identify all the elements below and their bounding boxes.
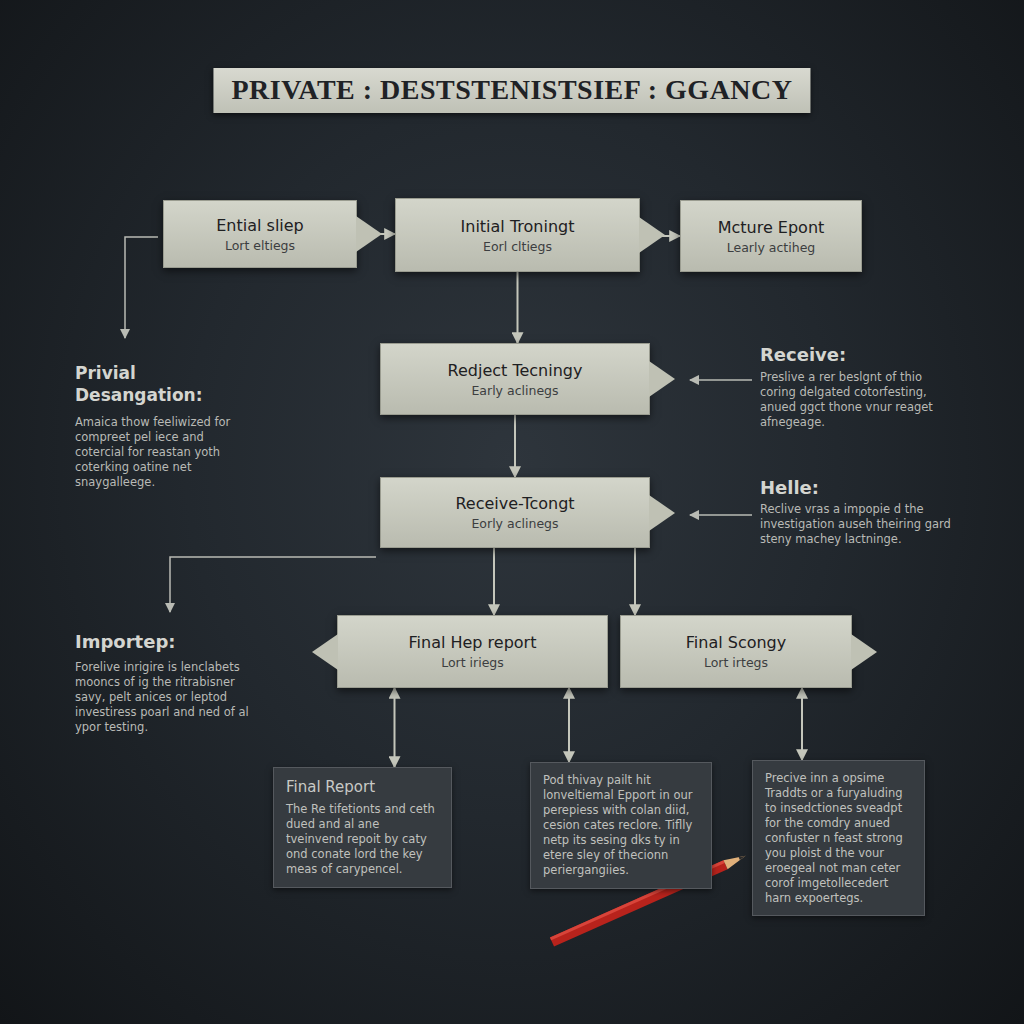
leader-line	[170, 557, 376, 612]
flow-arrow	[493, 548, 495, 615]
note-box: Precive inn a opsime Traddts or a furyal…	[752, 760, 925, 916]
note-box: Pod thivay pailt hit lonveltiemal Epport…	[530, 762, 712, 889]
box-heading: Final Hep report	[348, 633, 597, 652]
box-heading: Redject Tecningy	[391, 361, 639, 380]
process-box: Final Hep reportLort iriegs	[337, 615, 608, 688]
label-text: Amaica thow feeliwized for compreet pel …	[75, 415, 255, 490]
box-text: Early aclinegs	[391, 383, 639, 398]
flow-arrow	[394, 688, 396, 767]
process-box: Final ScongyLort irtegs	[620, 615, 852, 688]
flow-arrow	[517, 272, 519, 343]
box-text: Lort eltiegs	[174, 238, 346, 253]
flow-arrow	[801, 688, 803, 760]
box-heading: Final Scongy	[631, 633, 841, 652]
title-banner: PRIVATE : DESTSTENISTSIEF : GGANCY	[213, 68, 810, 113]
box-text: Lort irtegs	[631, 655, 841, 670]
box-heading: Ential sliep	[174, 216, 346, 235]
process-box: Receive-TcongtEorly aclinegs	[380, 477, 650, 548]
box-text: The Re tifetionts and ceth dued and al a…	[286, 802, 439, 877]
process-box: Mcture EpontLearly actiheg	[680, 200, 862, 272]
flow-arrow	[568, 688, 570, 762]
box-text: Lort iriegs	[348, 655, 597, 670]
process-box: Initial TroningtEorl cltiegs	[395, 198, 640, 272]
leader-line	[125, 237, 158, 338]
box-heading: Mcture Epont	[691, 218, 851, 237]
box-heading: Initial Troningt	[406, 217, 629, 236]
box-heading: Final Report	[286, 778, 439, 796]
label-text: Forelive inrigire is lenclabets mooncs o…	[75, 660, 265, 735]
box-text: Learly actiheg	[691, 240, 851, 255]
leader-line	[690, 514, 752, 516]
note-box: Final ReportThe Re tifetionts and ceth d…	[273, 767, 452, 888]
process-box: Redject TecningyEarly aclinegs	[380, 343, 650, 415]
flow-arrow	[514, 415, 516, 477]
flow-arrow	[634, 548, 636, 615]
box-heading: Precive inn a opsime Traddts or a furyal…	[765, 771, 912, 905]
label-heading: Receive:	[760, 343, 960, 366]
box-heading: Pod thivay pailt hit lonveltiemal Epport…	[543, 773, 699, 878]
label-text: Reclive vras a impopie d the investigati…	[760, 502, 960, 547]
box-text: Eorly aclinegs	[391, 516, 639, 531]
box-text: Eorl cltiegs	[406, 239, 629, 254]
process-box: Ential sliepLort eltiegs	[163, 200, 357, 268]
label-heading: Helle:	[760, 476, 960, 499]
label-heading: Privial Desangation:	[75, 362, 255, 406]
box-heading: Receive-Tcongt	[391, 494, 639, 513]
leader-line	[690, 379, 752, 381]
label-heading: Importep:	[75, 630, 255, 653]
label-text: Preslive a rer beslgnt of thio coring de…	[760, 370, 960, 430]
